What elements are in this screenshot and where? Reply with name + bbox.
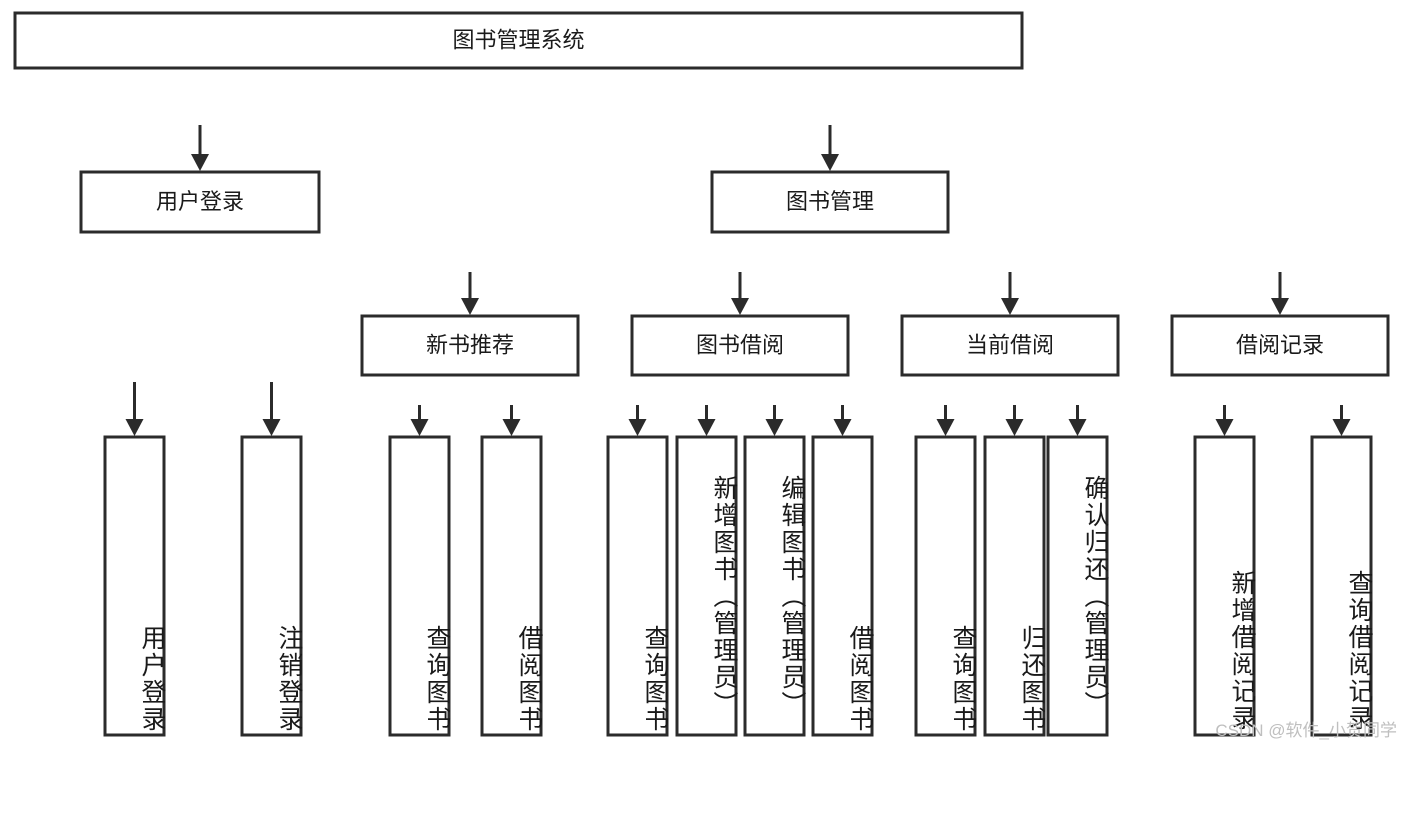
node-box-user-login[interactable] — [79, 170, 321, 234]
node-box-leaf-query-book-3[interactable] — [914, 435, 977, 737]
node-box-leaf-query-borrow-record[interactable] — [1310, 435, 1373, 737]
arrow-head-icon — [1332, 419, 1351, 436]
arrow-head-icon — [1005, 419, 1024, 436]
node-label-root: 图书管理系统 — [452, 27, 584, 52]
node-box-leaf-borrow-book-1[interactable] — [480, 435, 543, 737]
node-box-current-borrow[interactable] — [900, 314, 1120, 377]
system-structure-diagram: 图书管理系统用户登录图书管理新书推荐图书借阅当前借阅借阅记录 用户登录注销登录查… — [0, 0, 1397, 740]
node-box-root[interactable] — [13, 11, 1024, 70]
arrow-head-icon — [410, 419, 429, 436]
arrow-head-icon — [821, 154, 839, 171]
arrow-head-icon — [628, 419, 647, 436]
watermark-text: CSDN @软件_小贺同学 — [1215, 721, 1397, 740]
arrow-head-icon — [697, 419, 716, 436]
arrow-head-icon — [731, 298, 749, 315]
node-label-current-borrow: 当前借阅 — [966, 332, 1054, 357]
node-label-user-login: 用户登录 — [156, 189, 244, 214]
node-box-leaf-query-book-2[interactable] — [606, 435, 669, 737]
arrow-head-icon — [1215, 419, 1234, 436]
node-box-book-borrow[interactable] — [630, 314, 850, 377]
arrow-head-icon — [1001, 298, 1019, 315]
arrow-head-icon — [125, 419, 144, 436]
arrow-head-icon — [461, 298, 479, 315]
arrow-head-icon — [765, 419, 784, 436]
node-label-borrow-records: 借阅记录 — [1236, 332, 1324, 357]
connector-lines — [126, 125, 1351, 436]
node-box-leaf-user-login[interactable] — [103, 435, 166, 737]
arrow-head-icon — [1271, 298, 1289, 315]
node-box-leaf-edit-book-admin[interactable] — [743, 435, 806, 737]
node-box-leaf-add-book-admin[interactable] — [675, 435, 738, 737]
arrow-head-icon — [1068, 419, 1087, 436]
arrow-head-icon — [936, 419, 955, 436]
arrow-head-icon — [191, 154, 209, 171]
node-box-leaf-user-logout[interactable] — [240, 435, 303, 737]
arrow-head-icon — [502, 419, 521, 436]
node-box-borrow-records[interactable] — [1170, 314, 1390, 377]
node-box-book-management[interactable] — [710, 170, 950, 234]
node-box-new-book-recommend[interactable] — [360, 314, 580, 377]
node-label-book-management: 图书管理 — [786, 189, 874, 214]
node-box-leaf-borrow-book-2[interactable] — [811, 435, 874, 737]
node-box-leaf-query-book-1[interactable] — [388, 435, 451, 737]
node-box-leaf-confirm-return-admin[interactable] — [1046, 435, 1109, 737]
arrow-head-icon — [262, 419, 281, 436]
arrow-head-icon — [833, 419, 852, 436]
node-boxes — [13, 11, 1390, 737]
node-box-leaf-return-book[interactable] — [983, 435, 1046, 737]
node-box-leaf-add-borrow-record[interactable] — [1193, 435, 1256, 737]
node-label-new-book-recommend: 新书推荐 — [426, 332, 514, 357]
node-label-book-borrow: 图书借阅 — [696, 332, 784, 357]
